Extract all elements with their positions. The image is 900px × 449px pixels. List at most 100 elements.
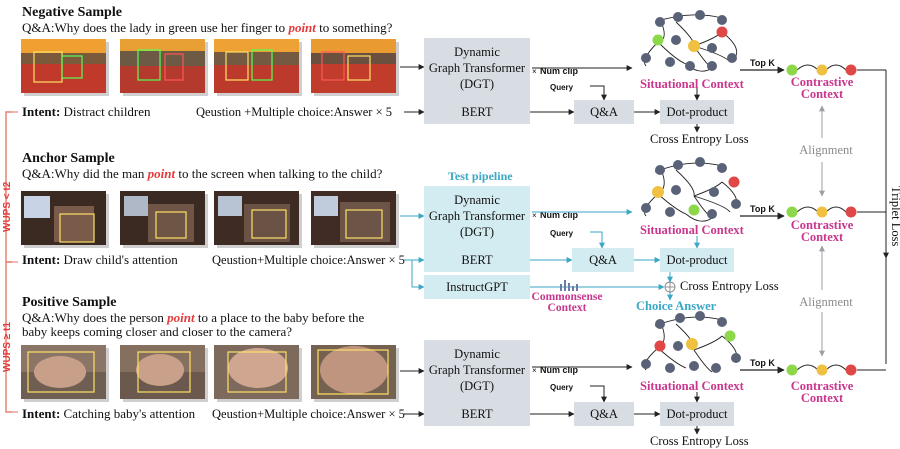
anchor-contrastive-line2: Context <box>801 230 844 244</box>
negative-contrastive-line1: Contrastive <box>791 75 854 89</box>
anchor-frame-3 <box>214 191 302 248</box>
negative-bert-box <box>424 100 530 124</box>
alignment-bottom-label: Alignment <box>799 295 853 309</box>
wups-top-label: WUPS < t2 <box>2 181 13 232</box>
negative-frame-4 <box>311 39 399 96</box>
positive-frame-4 <box>311 345 399 402</box>
anchor-test-pipeline: Test pipeline <box>448 169 513 183</box>
negative-bert-label: BERT <box>461 105 493 119</box>
positive-contrastive-line1: Contrastive <box>791 379 854 393</box>
anchor-query-label: Query <box>550 229 574 238</box>
negative-query-label: Query <box>550 83 574 92</box>
negative-dot-label: Dot-product <box>666 105 728 119</box>
positive-dot-box <box>660 402 734 426</box>
anchor-qa-box <box>572 248 634 272</box>
negative-dgt-line2: Graph Transformer <box>429 61 526 75</box>
negative-qa-label: Q&A <box>590 105 618 119</box>
negative-dgt-line1: Dynamic <box>454 45 500 59</box>
anchor-choice-answer: Choice Answer <box>636 299 717 313</box>
anchor-question: Q&A:Why did the man point to the screen … <box>22 166 383 181</box>
anchor-dgt-line2: Graph Transformer <box>429 209 526 223</box>
positive-qa-label: Q&A <box>590 407 618 421</box>
anchor-bert-box <box>424 248 530 272</box>
anchor-commonsense-line1: Commonsense <box>532 291 603 303</box>
anchor-contrastive-nodes <box>786 206 857 218</box>
positive-bert-box <box>424 402 530 426</box>
negative-sample: Negative Sample Q&A:Why does the lady in… <box>21 5 886 146</box>
negative-title: Negative Sample <box>22 5 122 20</box>
positive-num-clip-x: × <box>532 366 537 375</box>
anchor-contrastive-line1: Contrastive <box>791 218 854 232</box>
anchor-title: Anchor Sample <box>22 151 115 166</box>
positive-dgt-box <box>424 340 530 402</box>
positive-dgt-line2: Graph Transformer <box>429 363 526 377</box>
anchor-topk-label: Top K <box>750 204 775 214</box>
negative-frames <box>21 39 399 96</box>
positive-qa-box <box>574 402 634 426</box>
positive-question-line1: Q&A:Why does the person point to a place… <box>22 310 364 325</box>
positive-situational-label: Situational Context <box>640 379 745 393</box>
positive-frame-2 <box>120 345 208 402</box>
negative-dot-box <box>660 100 734 124</box>
anchor-instructgpt-box <box>424 275 530 299</box>
negative-situational-graph <box>641 10 738 72</box>
positive-intent: Intent: Catching baby's attention <box>22 406 196 421</box>
combine-plus-icon <box>664 281 676 293</box>
positive-dot-label: Dot-product <box>666 407 728 421</box>
negative-frame-1 <box>21 39 109 96</box>
anchor-intent: Intent: Draw child's attention <box>22 252 178 267</box>
negative-dgt-line3: (DGT) <box>460 77 494 91</box>
negative-cel: Cross Entropy Loss <box>650 132 749 146</box>
anchor-dot-label: Dot-product <box>666 253 728 267</box>
positive-frame-3 <box>214 345 302 402</box>
positive-bert-label: BERT <box>461 407 493 421</box>
anchor-situational-graph <box>641 157 741 222</box>
positive-contrastive-nodes <box>786 364 857 376</box>
anchor-num-clip-x: × <box>532 211 537 220</box>
anchor-bert-label: BERT <box>461 253 493 267</box>
negative-intent: Intent: Distract children <box>22 104 151 119</box>
anchor-commonsense-line2: Context <box>548 302 587 314</box>
negative-topk-label: Top K <box>750 58 775 68</box>
anchor-num-clip: Num clip <box>540 210 579 220</box>
negative-qa-input: Qeustion +Multiple choice:Answer × 5 <box>196 105 392 119</box>
positive-cel: Cross Entropy Loss <box>650 434 749 448</box>
positive-question-line2: baby keeps coming closer and closer to t… <box>22 324 292 339</box>
positive-dgt-line1: Dynamic <box>454 347 500 361</box>
negative-frame-3 <box>214 39 302 96</box>
positive-dgt-line3: (DGT) <box>460 379 494 393</box>
anchor-frame-2 <box>120 191 208 248</box>
triplet-loss-label: Triplet Loss <box>889 186 900 246</box>
positive-situational-graph <box>641 311 741 373</box>
positive-title: Positive Sample <box>22 295 117 310</box>
positive-sample: Positive Sample Q&A:Why does the person … <box>21 295 886 448</box>
anchor-qa-input: Qeustion+Multiple choice:Answer × 5 <box>212 253 405 267</box>
anchor-cel: Cross Entropy Loss <box>680 279 779 293</box>
anchor-sample: Anchor Sample Q&A:Why did the man point … <box>21 70 900 364</box>
anchor-frame-1 <box>21 191 109 248</box>
negative-frame-2 <box>120 39 208 96</box>
positive-frame-1 <box>21 345 109 402</box>
positive-contrastive-line2: Context <box>801 391 844 405</box>
negative-qa-box <box>574 100 634 124</box>
negative-question: Q&A:Why does the lady in green use her f… <box>22 20 393 35</box>
anchor-dot-box <box>660 248 734 272</box>
commonsense-bar-icon <box>560 280 578 291</box>
negative-num-clip: Num clip <box>540 66 579 76</box>
wups-bottom-label: WUPS ≥ t1 <box>2 322 13 372</box>
positive-num-clip: Num clip <box>540 365 579 375</box>
anchor-situational-label: Situational Context <box>640 223 745 237</box>
positive-topk-label: Top K <box>750 358 775 368</box>
negative-situational-label: Situational Context <box>640 77 745 91</box>
anchor-qa-label: Q&A <box>589 253 617 267</box>
positive-frames <box>21 345 399 402</box>
negative-num-clip-x: × <box>532 67 537 76</box>
negative-contrastive-line2: Context <box>801 87 844 101</box>
alignment-top-label: Alignment <box>799 143 853 157</box>
anchor-instructgpt-label: InstructGPT <box>446 280 508 294</box>
anchor-dgt-line1: Dynamic <box>454 193 500 207</box>
anchor-frame-4 <box>311 191 399 248</box>
anchor-dgt-line3: (DGT) <box>460 225 494 239</box>
negative-dgt-box <box>424 38 530 100</box>
